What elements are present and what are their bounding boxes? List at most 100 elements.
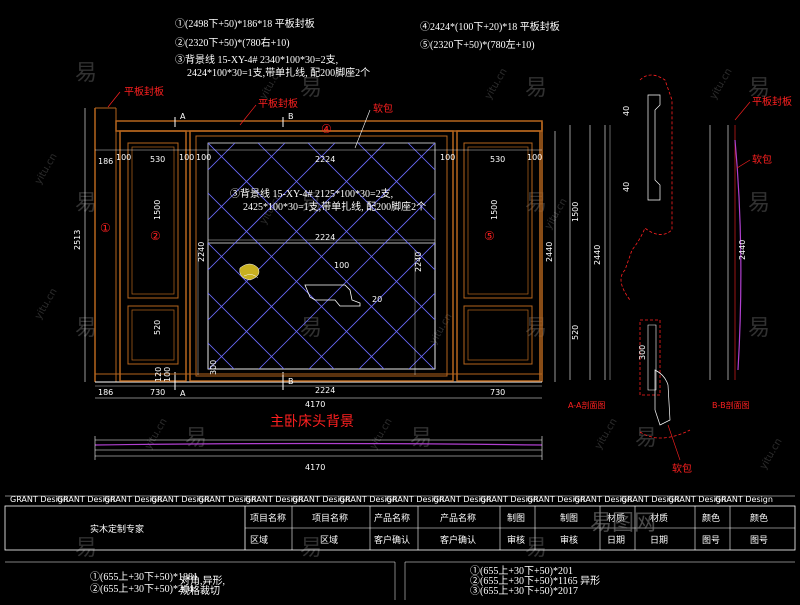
section-marker: B bbox=[288, 377, 294, 386]
callout-number: ④ bbox=[321, 122, 332, 136]
title-block: 实木定制专家 项目名称 项目名称 产品名称 产品名称 制图 制图 材质 材质 颜… bbox=[4, 495, 796, 551]
dim-label: 2240 bbox=[197, 242, 206, 262]
section-marker: A bbox=[180, 389, 186, 398]
dim-label: 40 bbox=[622, 106, 631, 116]
watermark-char: 易 bbox=[748, 76, 770, 101]
note-line: ②(655上+30下+50)*204 bbox=[90, 583, 193, 595]
drawing-title: 主卧床头背景 bbox=[270, 414, 354, 430]
dim-label: 100 bbox=[334, 261, 349, 270]
design-tag: GRANT Design bbox=[527, 495, 585, 504]
design-tag: GRANT Design bbox=[245, 495, 303, 504]
title-cell: 图号 bbox=[702, 535, 720, 546]
watermark-char: 易 bbox=[300, 536, 322, 561]
watermark-site: yitu.cn bbox=[33, 152, 60, 187]
soft-pack-label: 软包 bbox=[373, 102, 393, 115]
title-cell: 日期 bbox=[607, 535, 625, 546]
callout-number: ① bbox=[100, 221, 111, 235]
dim-label: 520 bbox=[153, 320, 162, 335]
title-cell: 材质 bbox=[607, 512, 625, 524]
design-tag: GRANT Design bbox=[339, 495, 397, 504]
dim-label: 2513 bbox=[73, 230, 82, 250]
title-cell: 制图 bbox=[507, 512, 525, 524]
watermark-char: 易 bbox=[300, 316, 322, 341]
watermark-char: 易 bbox=[525, 76, 547, 101]
design-tag: GRANT Design bbox=[433, 495, 491, 504]
plan-view: 4170 bbox=[94, 436, 543, 472]
note-line: ②(2320下+50)*(780右+10) bbox=[175, 36, 290, 49]
dim-label: 100 bbox=[163, 367, 172, 382]
design-tag-row: GRANT Design GRANT Design GRANT Design G… bbox=[10, 495, 773, 504]
title-cell: 审核 bbox=[560, 534, 578, 546]
dim-label: 2224 bbox=[315, 233, 335, 242]
section-details: 40 40 1500 2440 520 300 A-A剖面图 2440 B-B剖… bbox=[568, 74, 792, 475]
title-cell: 材质 bbox=[650, 512, 668, 524]
watermark-brand: 易图网 bbox=[590, 511, 656, 536]
company-name: 实木定制专家 bbox=[90, 523, 144, 535]
design-tag: GRANT Design bbox=[668, 495, 726, 504]
design-tag: GRANT Design bbox=[621, 495, 679, 504]
dim-label: 100 bbox=[116, 153, 131, 162]
design-tag: GRANT Design bbox=[10, 495, 68, 504]
dim-label: 100 bbox=[179, 153, 194, 162]
callout-number: ⑤ bbox=[484, 229, 495, 243]
dim-label: 40 bbox=[622, 182, 631, 192]
note-line: 对角,异形, bbox=[180, 574, 225, 587]
watermark-char: 易 bbox=[185, 426, 207, 451]
title-cell: 颜色 bbox=[750, 512, 768, 524]
design-tag: GRANT Design bbox=[386, 495, 444, 504]
watermark-site: yitu.cn bbox=[483, 67, 510, 102]
watermark-char: 易 bbox=[635, 426, 657, 451]
title-cell: 图号 bbox=[750, 535, 768, 546]
title-cell: 区域 bbox=[250, 534, 268, 546]
watermark-site: yitu.cn bbox=[708, 67, 735, 102]
title-cell: 制图 bbox=[560, 512, 578, 524]
title-cell: 区域 bbox=[320, 534, 338, 546]
title-cell: 审核 bbox=[507, 534, 525, 546]
title-cell: 产品名称 bbox=[374, 512, 410, 524]
title-cell: 项目名称 bbox=[312, 512, 348, 524]
dim-label: 4170 bbox=[305, 400, 325, 409]
dim-label: 20 bbox=[372, 295, 382, 304]
dim-label: 300 bbox=[638, 345, 647, 360]
dim-label: 2224 bbox=[315, 155, 335, 164]
dim-label: 186 bbox=[98, 157, 113, 166]
flat-board-label: 平板封板 bbox=[124, 85, 164, 98]
design-tag: GRANT Design bbox=[57, 495, 115, 504]
dim-label: 4170 bbox=[305, 463, 325, 472]
dim-label: 530 bbox=[490, 155, 505, 164]
watermark-site: yitu.cn bbox=[543, 197, 570, 232]
design-tag: GRANT Design bbox=[574, 495, 632, 504]
note-line: ⑤(2320下+50)*(780左+10) bbox=[420, 38, 535, 51]
dim-label: 730 bbox=[490, 388, 505, 397]
watermark-char: 易 bbox=[748, 191, 770, 216]
section-marker: B bbox=[288, 112, 294, 121]
watermark-char: 易 bbox=[75, 536, 97, 561]
dim-label: 1500 bbox=[571, 202, 580, 222]
note-line: ②(655上+30下+50)*1165 异形 bbox=[470, 575, 600, 587]
watermark-site: yitu.cn bbox=[758, 437, 785, 472]
note-line: ①(2498下+50)*186*18 平板封板 bbox=[175, 17, 315, 30]
title-cell: 产品名称 bbox=[440, 512, 476, 524]
dim-label: 520 bbox=[571, 325, 580, 340]
dim-label: 300 bbox=[209, 360, 218, 375]
bottom-notes: ①(655上+30下+50)*1881 对角,异形, ②(655上+30下+50… bbox=[5, 561, 795, 600]
dim-label: 2224 bbox=[315, 386, 335, 395]
dim-label: 1500 bbox=[153, 200, 162, 220]
watermark-char: 易 bbox=[75, 316, 97, 341]
watermark-char: 易 bbox=[300, 76, 322, 101]
dim-label: 186 bbox=[98, 388, 113, 397]
dim-label: 100 bbox=[527, 153, 542, 162]
note-line: 规格裁切 bbox=[180, 584, 220, 597]
soft-pack-label: 软包 bbox=[752, 153, 772, 166]
dim-label: 730 bbox=[150, 388, 165, 397]
note-line: 2425*100*30=1支,带单扎线, 配200脚座2个 bbox=[243, 200, 426, 213]
dim-label: 530 bbox=[150, 155, 165, 164]
watermark-char: 易 bbox=[525, 536, 547, 561]
section-title: B-B剖面图 bbox=[712, 400, 750, 410]
title-cell: 项目名称 bbox=[250, 512, 286, 524]
elevation-callouts: ① ② ④ ⑤ 平板封板 平板封板 软包 A B A B bbox=[100, 85, 495, 398]
watermark-char: 易 bbox=[75, 191, 97, 216]
elevation-drawing bbox=[84, 107, 556, 399]
